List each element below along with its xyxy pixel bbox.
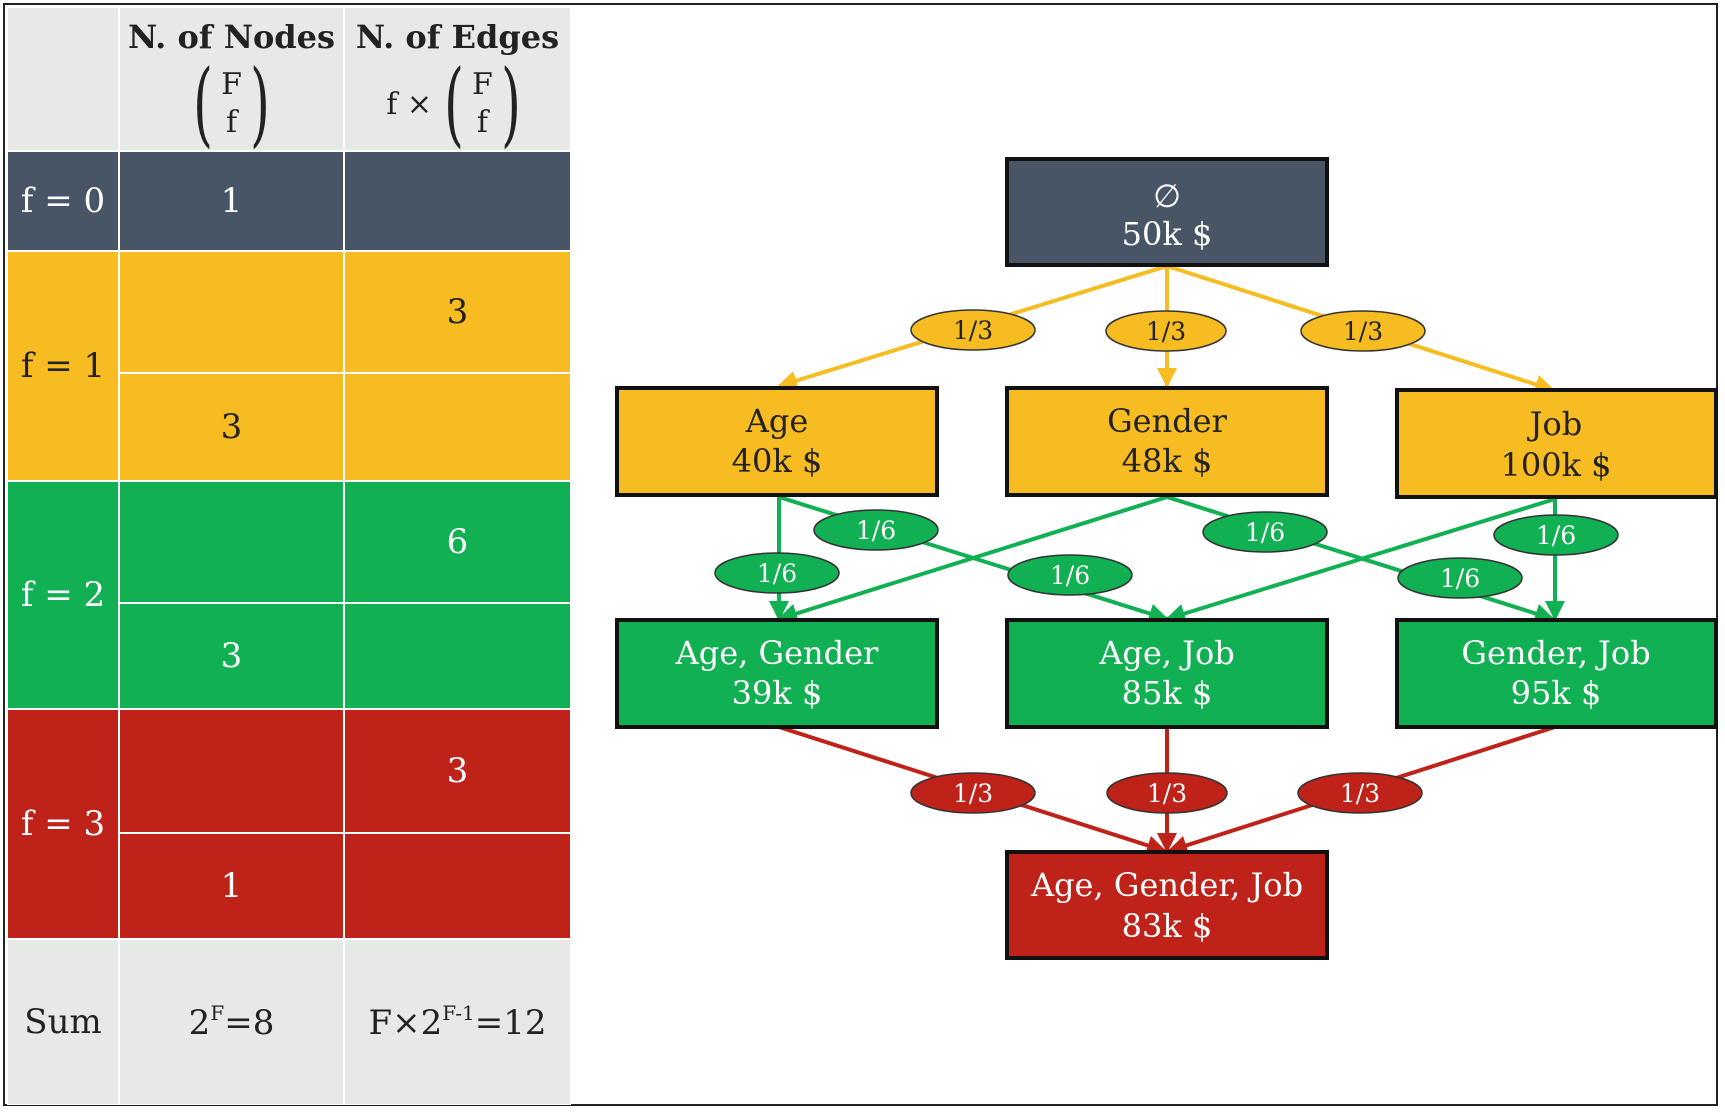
nodes-count-f1: 3 [119,373,344,481]
binomial-left-paren: ( [444,50,464,157]
node-age: Age 40k $ [615,386,939,497]
svg-text:1/6: 1/6 [1245,518,1285,547]
edges-sum-formula: F×2F-1=12 [368,1001,547,1043]
nodes-binomial-bottom: f [225,105,238,140]
nodes-sum-cell: 2F=8 [119,939,344,1105]
svg-text:1/3: 1/3 [953,779,993,808]
node-name: Age, Job [1098,634,1234,672]
node-gender: Gender 48k $ [1005,386,1329,497]
edge-label-gender-gender-job: 1/6 [1202,511,1328,553]
nodes-count-f3: 1 [119,833,344,939]
nodes-header-title: N. of Nodes [127,18,336,56]
node-job: Job 100k $ [1395,388,1718,499]
edge-label-age-age-job: 1/6 [813,509,939,551]
node-value: 50k $ [1122,215,1213,253]
node-age-job: Age, Job 85k $ [1005,618,1329,729]
edges-binomial: f × ( F f ) [386,58,528,150]
edges-blank-f3 [344,833,571,939]
edges-sum-cell: F×2F-1=12 [344,939,571,1105]
edges-binomial-prefix: f × [386,86,433,122]
header-corner-cell [7,7,119,151]
node-name: Job [1527,405,1583,443]
sum-label: Sum [24,1002,102,1042]
edge-label-age-gender-all: 1/3 [910,772,1036,814]
edge-label-empty-age: 1/3 [910,309,1036,351]
node-value: 85k $ [1122,674,1213,712]
edges-blank-f2 [344,603,571,709]
svg-text:1/6: 1/6 [856,516,896,545]
svg-text:1/3: 1/3 [1343,317,1383,346]
empty-set-icon: ∅ [1153,177,1181,215]
svg-text:1/3: 1/3 [1146,317,1186,346]
sum-label-cell: Sum [7,939,119,1105]
nodes-binomial: ( F f ) [185,58,278,150]
node-value: 83k $ [1122,907,1213,945]
node-value: 39k $ [732,674,823,712]
node-name: Age, Gender [675,634,879,672]
svg-text:1/6: 1/6 [1440,564,1480,593]
row-label-f2: f = 2 [7,481,119,709]
edge-label-age-age-gender: 1/6 [714,552,840,594]
node-name: Gender [1107,402,1228,440]
nodes-blank-f2 [119,481,344,603]
nodes-header-cell: N. of Nodes ( F f ) [119,7,344,151]
svg-text:1/6: 1/6 [1536,521,1576,550]
edges-count-f3: 3 [344,709,571,833]
binomial-left-paren: ( [193,50,213,157]
edge-gender-to-age-gender [777,495,1168,624]
edge-label-gender-job-all: 1/3 [1297,772,1423,814]
edges-header-cell: N. of Edges f × ( F f ) [344,7,571,151]
node-value: 95k $ [1511,674,1602,712]
svg-text:1/3: 1/3 [1340,779,1380,808]
node-value: 48k $ [1122,442,1213,480]
node-age-gender-job: Age, Gender, Job 83k $ [1005,850,1329,960]
row-label-f3: f = 3 [7,709,119,939]
svg-text:1/6: 1/6 [1050,561,1090,590]
edge-label-gender-age-gender: 1/6 [1007,554,1133,596]
nodes-blank-f1 [119,251,344,373]
edges-count-f2: 6 [344,481,571,603]
node-age-gender: Age, Gender 39k $ [615,618,939,729]
row-label-f0: f = 0 [7,151,119,251]
edges-count-f0 [344,151,571,251]
edges-count-f1: 3 [344,251,571,373]
edge-job-to-age-job [1165,497,1556,624]
node-value: 100k $ [1501,446,1612,484]
edge-label-age-job-all: 1/3 [1106,772,1228,814]
row-label-f1: f = 1 [7,251,119,481]
edge-label-job-gender-job: 1/6 [1493,514,1619,556]
nodes-blank-f3 [119,709,344,833]
node-value: 40k $ [732,442,823,480]
nodes-count-f2: 3 [119,603,344,709]
nodes-count-f0: 1 [119,151,344,251]
edge-label-empty-gender: 1/3 [1105,310,1227,352]
binomial-right-paren: ) [249,50,270,157]
node-empty-set: ∅ 50k $ [1005,157,1329,267]
edge-label-job-age-job: 1/6 [1397,557,1523,599]
edges-header-title: N. of Edges [355,18,560,56]
node-name: Age [745,402,809,440]
nodes-binomial-top: F [221,66,242,102]
svg-text:1/6: 1/6 [757,559,797,588]
nodes-sum-formula: 2F=8 [188,1001,275,1043]
edges-binomial-bottom: f [476,105,488,140]
node-name: Gender, Job [1461,634,1650,672]
edges-blank-f1 [344,373,571,481]
node-edge-count-table: N. of Nodes ( F f ) N. of Edges f × ( F … [7,7,571,1107]
edge-label-empty-job: 1/3 [1300,310,1426,352]
binomial-right-paren: ) [500,50,521,157]
node-gender-job: Gender, Job 95k $ [1395,618,1718,729]
svg-text:1/3: 1/3 [1147,779,1187,808]
edges-binomial-top: F [471,66,493,102]
node-name: Age, Gender, Job [1030,866,1303,904]
svg-text:1/3: 1/3 [953,316,993,345]
